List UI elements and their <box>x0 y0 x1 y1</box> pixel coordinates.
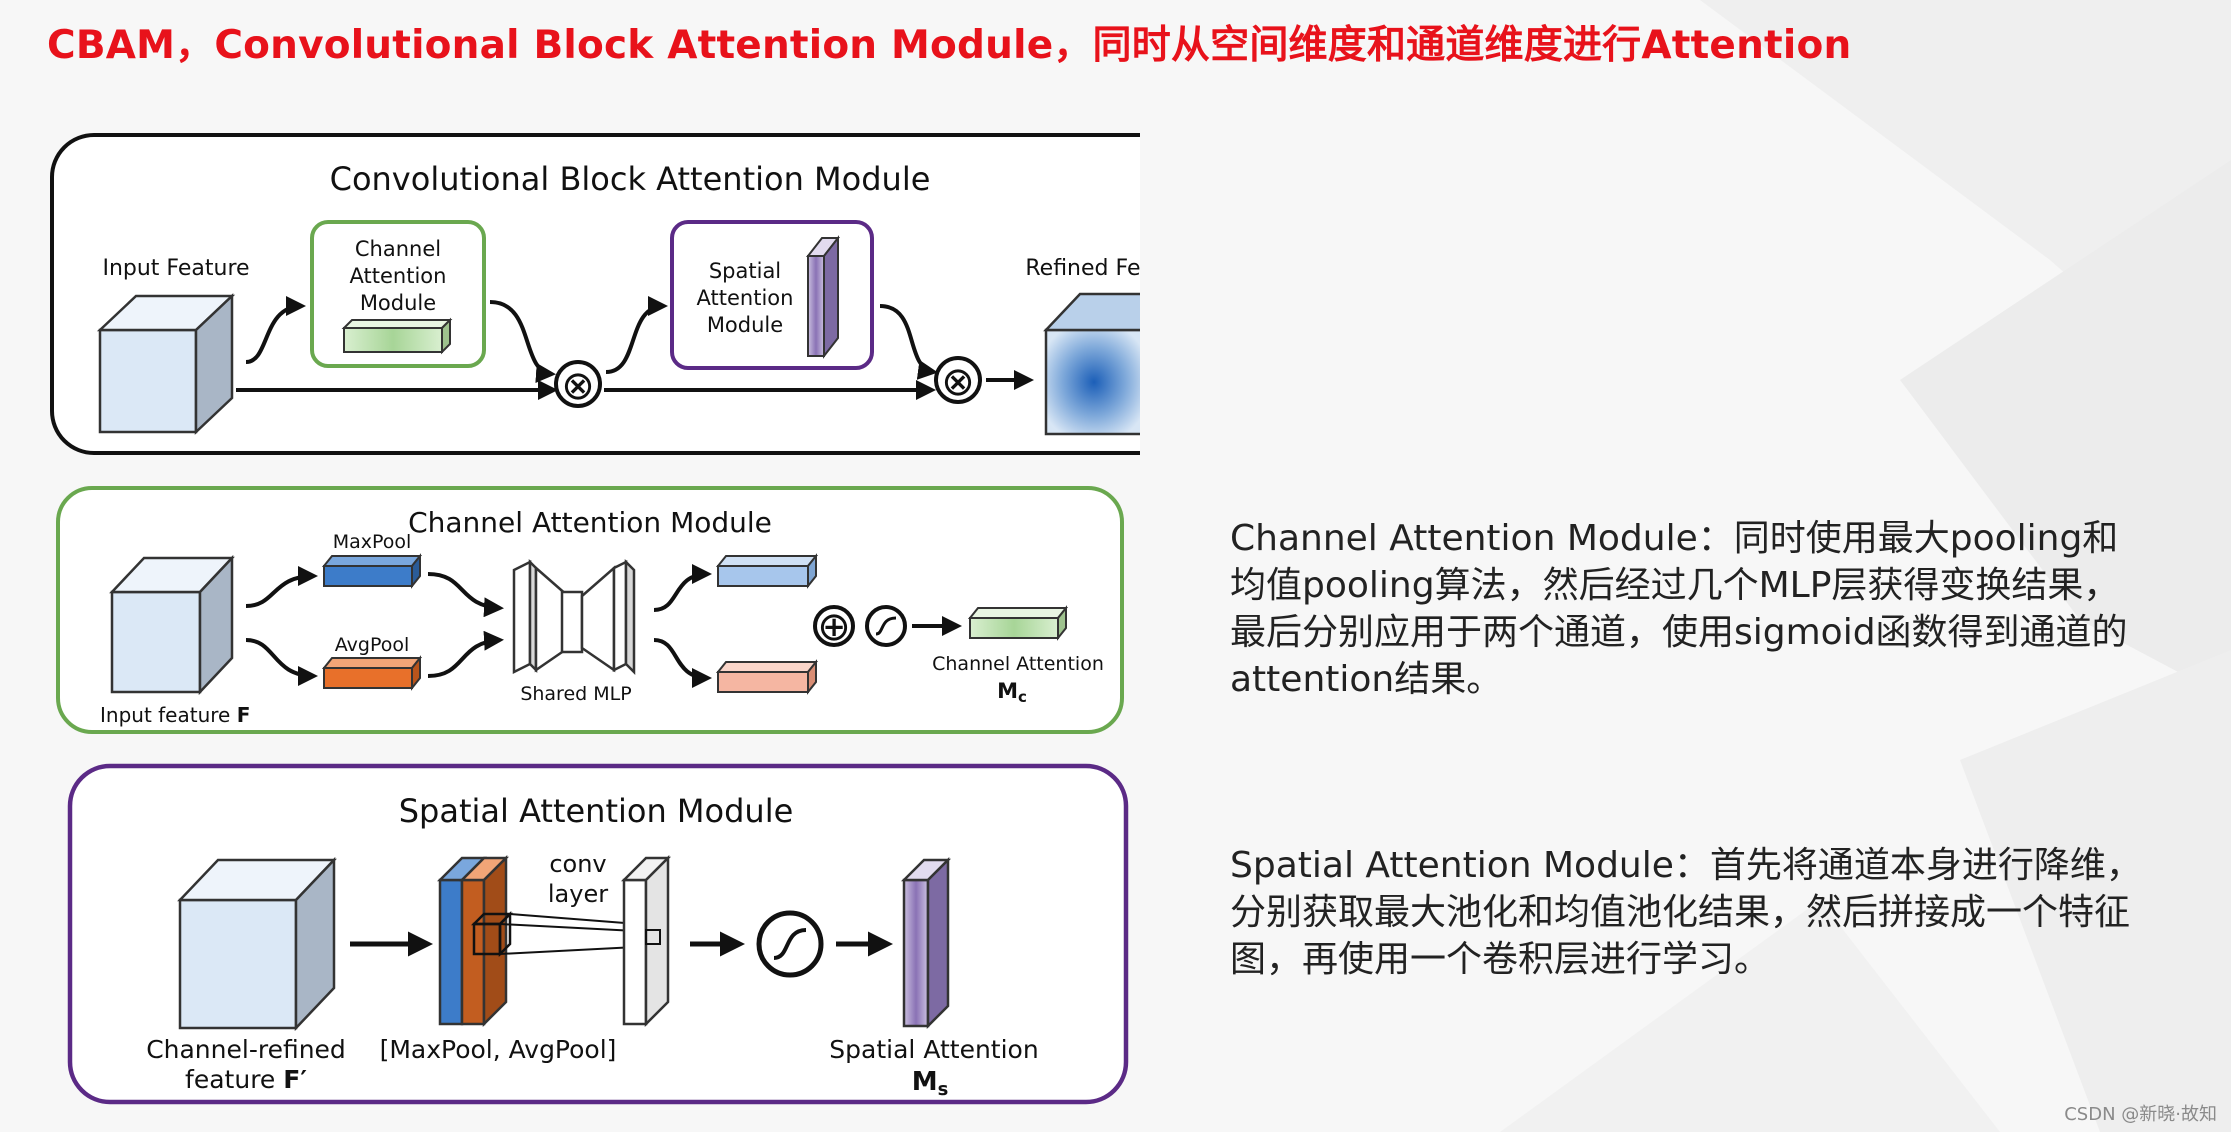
arrow-input-to-channel <box>245 296 306 364</box>
input-feature-label: Input Feature <box>102 256 249 281</box>
slide-title: CBAM，Convolutional Block Attention Modul… <box>47 23 1852 68</box>
arrow-mlp-to-bottom <box>653 638 712 688</box>
channel-box-label-2: Attention <box>350 264 447 288</box>
spatial-description-line-1: Spatial Attention Module：首先将通道本身进行降维， <box>1230 845 2142 886</box>
cbam-panel: Convolutional Block Attention Module Inp… <box>50 133 1140 455</box>
channel-description-line-1: Channel Attention Module：同时使用最大pooling和 <box>1230 518 2119 559</box>
multiply-node-2 <box>934 356 982 404</box>
spatial-input-label-1: Channel-refined <box>146 1035 346 1064</box>
shared-mlp-label: Shared MLP <box>520 683 631 705</box>
spatial-attention-output-label: Spatial Attention <box>829 1035 1038 1064</box>
arrow-spatial-to-multiply <box>879 304 938 380</box>
spatial-input-cube <box>177 856 337 1032</box>
channel-description-line-3: 最后分别应用于两个通道，使用sigmoid函数得到通道的 <box>1230 612 2128 653</box>
channel-box-label-1: Channel <box>355 237 441 261</box>
pool-label: [MaxPool, AvgPool] <box>380 1035 617 1064</box>
multiply-symbol-2: ⊗ <box>941 359 975 405</box>
channel-attention-output <box>967 605 1069 641</box>
multiply-symbol-1: ⊗ <box>561 363 595 409</box>
arrow-to-maxpool <box>245 566 318 608</box>
arrow-avgpool-to-mlp <box>427 630 504 678</box>
spatial-attention-symbol: Ms <box>912 1067 949 1100</box>
csdn-watermark: CSDN @新晓·故知 <box>2064 1104 2217 1125</box>
spatial-description-line-2: 分别获取最大池化和均值池化结果，然后拼接成一个特征 <box>1230 892 2131 933</box>
maxpool-vector <box>321 553 423 589</box>
channel-attention-panel: Channel Attention Module Input feature F… <box>56 486 1124 734</box>
conv-output-map <box>620 854 672 1028</box>
sigmoid-icon-channel <box>875 616 897 636</box>
channel-attention-description: Channel Attention Module：同时使用最大pooling和 … <box>1230 515 2210 703</box>
arrow-maxpool-to-mlp <box>427 572 504 618</box>
channel-description-line-2: 均值pooling算法，然后经过几个MLP层获得变换结果， <box>1230 565 2120 606</box>
spatial-attention-map <box>805 235 841 359</box>
spatial-attention-output <box>900 856 952 1030</box>
spatial-panel-title: Spatial Attention Module <box>399 792 794 830</box>
arrow-to-avgpool <box>245 638 318 686</box>
avgpool-vector <box>321 655 423 691</box>
channel-input-label: Input feature F <box>100 703 250 727</box>
mlp-output-max <box>715 553 819 589</box>
refined-feature-label: Refined Feature <box>1025 256 1140 281</box>
maxpool-label: MaxPool <box>333 531 412 553</box>
arrow-channel-to-multiply <box>489 300 556 383</box>
sum-symbol: ⊕ <box>817 604 851 650</box>
spatial-input-label-2: feature F′ <box>185 1065 307 1094</box>
conv-layer-label-1: conv <box>549 850 606 878</box>
arrow-mlp-to-top <box>653 564 712 612</box>
sigmoid-node-spatial <box>756 910 824 978</box>
spatial-box-label-3: Module <box>707 313 783 337</box>
sigmoid-node-channel <box>865 605 907 647</box>
channel-attention-output-label: Channel Attention <box>932 653 1104 675</box>
arrow-multiply-to-spatial <box>605 296 668 374</box>
channel-attention-vector <box>341 317 453 355</box>
cbam-panel-title: Convolutional Block Attention Module <box>330 160 931 198</box>
input-feature-cube <box>96 293 236 435</box>
sigmoid-icon-spatial <box>773 928 807 960</box>
conv-layer-label-2: layer <box>548 880 608 908</box>
channel-description-line-4: attention结果。 <box>1230 659 1503 700</box>
multiply-node-1 <box>554 360 602 408</box>
mlp-output-avg <box>715 659 819 695</box>
spatial-box-label-2: Attention <box>697 286 794 310</box>
cbam-diagram: Convolutional Block Attention Module Inp… <box>50 133 1140 1105</box>
sum-node <box>813 605 855 647</box>
refined-feature-cube <box>1043 292 1140 436</box>
avgpool-label: AvgPool <box>335 634 410 656</box>
spatial-attention-description: Spatial Attention Module：首先将通道本身进行降维， 分别… <box>1230 842 2210 983</box>
channel-panel-title: Channel Attention Module <box>408 506 772 539</box>
shared-mlp <box>512 558 636 676</box>
channel-input-cube <box>109 554 235 696</box>
spatial-box-label-1: Spatial <box>709 259 781 283</box>
channel-attention-symbol: Mc <box>997 679 1027 706</box>
pooled-feature-maps <box>436 854 514 1028</box>
channel-box-label-3: Module <box>360 291 436 315</box>
spatial-description-line-3: 图，再使用一个卷积层进行学习。 <box>1230 939 1771 980</box>
spatial-attention-panel: Spatial Attention Module Channel-refined… <box>67 763 1129 1105</box>
